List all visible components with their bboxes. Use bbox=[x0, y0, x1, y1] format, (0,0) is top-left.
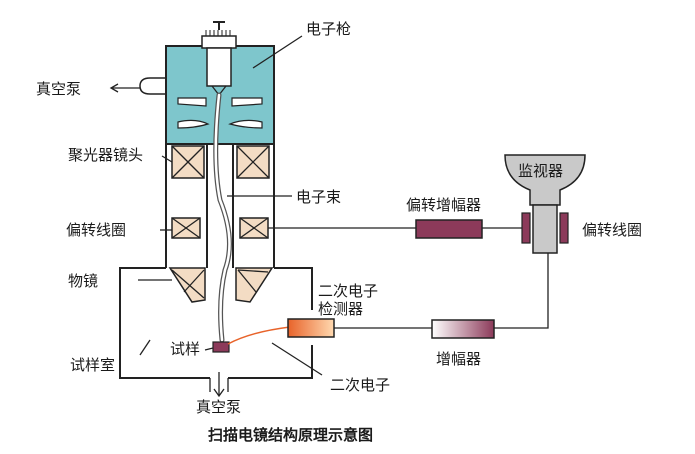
anode-plate-right bbox=[231, 97, 263, 107]
aperture-left bbox=[177, 119, 210, 129]
label-secondary-electron: 二次电子 bbox=[330, 376, 390, 394]
label-objective-lens: 物镜 bbox=[68, 272, 98, 290]
label-deflection-coil-right: 偏转线圈 bbox=[582, 221, 642, 239]
specimen-chamber bbox=[119, 267, 313, 379]
secondary-electron-detector bbox=[287, 318, 335, 338]
label-vacuum-pump-bottom: 真空泵 bbox=[196, 398, 241, 416]
condenser-lens-right bbox=[236, 145, 270, 179]
deflection-amplifier bbox=[415, 219, 483, 239]
label-condenser-lens: 聚光器镜头 bbox=[68, 146, 143, 164]
monitor-neck bbox=[532, 204, 558, 254]
secondary-electron-path bbox=[227, 326, 291, 345]
amplifier bbox=[431, 319, 495, 339]
anode-plate-left bbox=[177, 97, 207, 107]
label-amplifier: 增幅器 bbox=[436, 350, 481, 368]
label-monitor: 监视器 bbox=[518, 162, 563, 180]
label-electron-beam: 电子束 bbox=[296, 188, 341, 206]
specimen bbox=[212, 341, 230, 353]
monitor-coil-right bbox=[559, 212, 569, 244]
label-detector-line2: 检测器 bbox=[318, 300, 363, 318]
deflection-coil-left-a bbox=[171, 217, 201, 239]
monitor-coil-left bbox=[521, 212, 531, 244]
condenser-lens-left bbox=[171, 145, 205, 179]
label-vacuum-pump-left: 真空泵 bbox=[36, 80, 81, 98]
objective-lens-right bbox=[235, 267, 274, 303]
label-specimen: 试样 bbox=[170, 340, 200, 358]
label-specimen-chamber: 试样室 bbox=[70, 356, 115, 374]
gun-cap bbox=[201, 35, 237, 49]
diagram-title: 扫描电镜结构原理示意图 bbox=[208, 426, 373, 444]
gun-cap-teeth bbox=[205, 30, 231, 36]
monitor-screen bbox=[504, 154, 586, 206]
vacuum-pump-pipe bbox=[139, 77, 166, 95]
label-detector-line1: 二次电子 bbox=[318, 282, 378, 300]
cathode bbox=[206, 47, 232, 87]
aperture-right bbox=[228, 119, 263, 129]
objective-lens-left bbox=[168, 267, 206, 303]
label-deflection-coil-left: 偏转线圈 bbox=[66, 221, 126, 239]
label-electron-gun: 电子枪 bbox=[306, 20, 351, 38]
label-deflection-amplifier: 偏转增幅器 bbox=[406, 196, 481, 214]
deflection-coil-left-b bbox=[239, 217, 269, 239]
